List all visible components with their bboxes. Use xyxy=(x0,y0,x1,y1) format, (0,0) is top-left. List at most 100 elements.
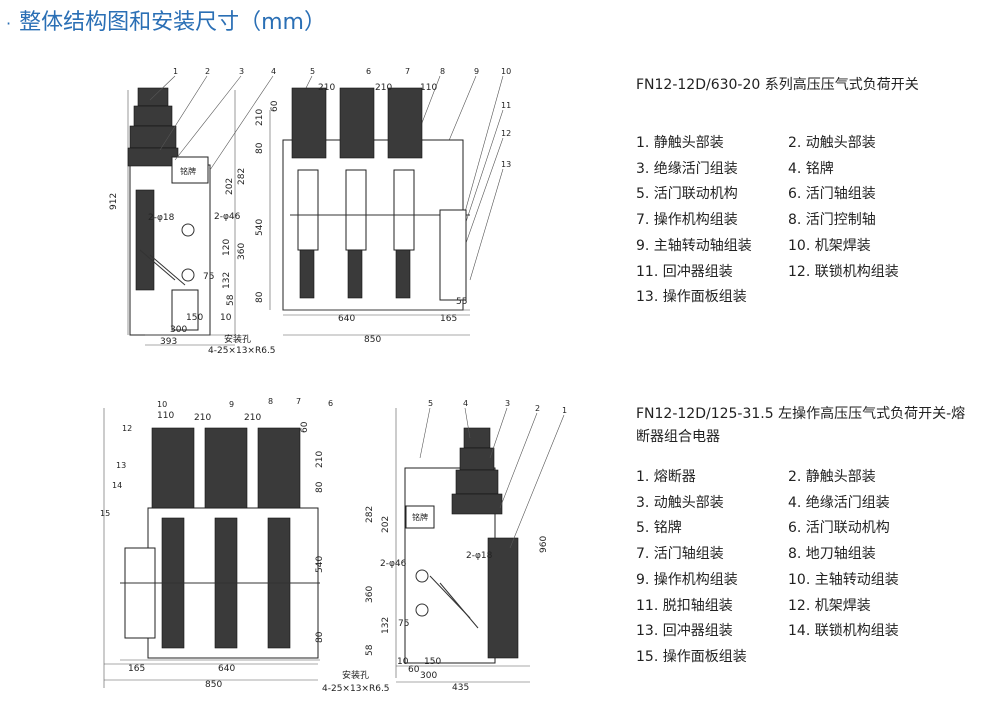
p1-num-3: 3 xyxy=(239,67,244,76)
p1-dim-640: 640 xyxy=(338,314,355,324)
product1-drawing: 铭牌 1 2 3 4 5 6 7 8 9 10 11 12 13 xyxy=(109,67,511,356)
p2-num-8: 8 xyxy=(268,398,273,406)
p1-dim-75: 75 xyxy=(203,272,214,282)
p1-dim-540: 540 xyxy=(255,219,265,236)
p1-part-12: 12. 联锁机构组装 xyxy=(788,263,899,280)
p2-dim-132: 132 xyxy=(381,617,391,634)
p2-part-15: 15. 操作面板组装 xyxy=(636,648,747,665)
p1-num-12: 12 xyxy=(501,129,511,138)
p1-part-8: 8. 活门控制轴 xyxy=(788,212,876,229)
p1-install-hole-label: 安装孔 xyxy=(224,333,251,345)
p1-part-7: 7. 操作机构组装 xyxy=(636,212,738,229)
product2-side-dims: 282 202 2-φ46 360 132 75 58 2-φ18 960 10… xyxy=(365,506,549,693)
p1-dim-300: 300 xyxy=(170,325,187,335)
p1-dim-912: 912 xyxy=(109,193,119,210)
p2-dim-850: 850 xyxy=(205,680,222,690)
product1-side-dims: 912 282 202 2-φ18 2-φ46 360 120 132 75 5… xyxy=(109,168,276,356)
p1-part-2: 2. 动触头部装 xyxy=(788,135,876,151)
p1-dim-60: 60 xyxy=(270,100,280,112)
p2-dim-640: 640 xyxy=(218,664,235,674)
p2-num-2: 2 xyxy=(535,404,540,413)
p2-num-14: 14 xyxy=(112,481,122,490)
p1-num-7: 7 xyxy=(405,67,410,76)
product2-front-view xyxy=(103,408,320,688)
p2-num-1: 1 xyxy=(562,406,567,415)
p2-dim-10: 10 xyxy=(397,657,409,667)
p1-dim-210c: 210 xyxy=(255,109,265,126)
p1-dim-55: 55 xyxy=(456,297,467,307)
p1-dim-80a: 80 xyxy=(255,142,265,154)
p1-dim-165: 165 xyxy=(440,314,457,324)
p1-dim-10: 10 xyxy=(220,313,232,323)
p2-part-12: 12. 机架焊装 xyxy=(788,597,871,614)
p2-install-hole-spec: 4-25×13×R6.5 xyxy=(322,684,390,694)
p1-part-4: 4. 铭牌 xyxy=(788,160,834,177)
p2-part-11: 11. 脱扣轴组装 xyxy=(636,597,733,614)
p1-dim-210a: 210 xyxy=(318,83,335,93)
p2-num-9: 9 xyxy=(229,400,234,409)
p1-num-8: 8 xyxy=(440,67,445,76)
p2-dim-360: 360 xyxy=(365,586,375,603)
p2-num-6: 6 xyxy=(328,399,333,408)
p2-dim-210a: 210 xyxy=(194,413,211,423)
p1-num-11: 11 xyxy=(501,101,511,110)
p2-dim-110: 110 xyxy=(157,411,174,421)
page-title-text: 整体结构图和安装尺寸（mm） xyxy=(19,10,326,35)
p2-dim-2phi18: 2-φ18 xyxy=(466,551,493,561)
p2-num-7: 7 xyxy=(296,398,301,406)
p1-part-5: 5. 活门联动机构 xyxy=(636,186,738,203)
p2-part-4: 4. 绝缘活门组装 xyxy=(788,494,890,511)
p2-dim-150: 150 xyxy=(424,657,441,667)
p2-part-14: 14. 联锁机构组装 xyxy=(788,623,899,640)
p1-part-10: 10. 机架焊装 xyxy=(788,237,871,254)
p2-dim-210c: 210 xyxy=(315,451,325,468)
p1-num-10: 10 xyxy=(501,67,511,76)
p2-part-9: 9. 操作机构组装 xyxy=(636,571,738,588)
p1-part-6: 6. 活门轴组装 xyxy=(788,186,876,203)
p1-num-13: 13 xyxy=(501,160,511,169)
product1-nameplate-label: 铭牌 xyxy=(180,166,196,176)
p2-num-15: 15 xyxy=(100,509,110,518)
p1-dim-360: 360 xyxy=(237,243,247,260)
p2-num-10: 10 xyxy=(157,400,167,409)
p1-part-13: 13. 操作面板组装 xyxy=(636,289,747,306)
p2-dim-165: 165 xyxy=(128,664,145,674)
product2-part-legend: 1. 熔断器 2. 静触头部装 3. 动触头部装 4. 绝缘活门组装 5. 铭牌… xyxy=(636,465,968,671)
p1-num-6: 6 xyxy=(366,67,371,76)
product2-front-dims: 110 210 210 60 210 80 540 80 165 640 850… xyxy=(104,411,390,694)
p2-dim-58: 58 xyxy=(365,644,375,656)
p2-dim-540: 540 xyxy=(315,556,325,573)
p1-dim-150: 150 xyxy=(186,313,203,323)
p1-dim-282: 282 xyxy=(237,168,247,185)
p2-dim-202: 202 xyxy=(381,516,391,533)
bullet-icon: · xyxy=(6,13,12,33)
p2-part-13: 13. 回冲器组装 xyxy=(636,623,733,640)
p2-part-6: 6. 活门联动机构 xyxy=(788,520,890,537)
p1-install-hole-spec: 4-25×13×R6.5 xyxy=(208,346,276,356)
product2-drawing: 10 9 8 7 6 12 13 14 15 110 210 210 60 21… xyxy=(100,398,567,694)
p1-num-4: 4 xyxy=(271,67,276,76)
product2-side-part-numbers: 5 4 3 2 1 xyxy=(419,399,567,549)
p1-dim-110: 110 xyxy=(420,83,437,93)
p1-dim-2phi46: 2-φ46 xyxy=(214,212,241,222)
p1-num-9: 9 xyxy=(474,67,479,76)
p1-dim-58: 58 xyxy=(226,294,236,306)
p2-num-12: 12 xyxy=(122,424,132,433)
product1-front-view xyxy=(269,87,470,311)
p1-dim-80b: 80 xyxy=(255,291,265,303)
p1-part-3: 3. 绝缘活门组装 xyxy=(636,160,738,177)
p1-part-11: 11. 回冲器组装 xyxy=(636,263,733,280)
p2-dim-210b: 210 xyxy=(244,413,261,423)
p1-dim-210b: 210 xyxy=(375,83,392,93)
p1-num-2: 2 xyxy=(205,67,210,76)
p2-part-10: 10. 主轴转动组装 xyxy=(788,571,899,588)
p1-part-9: 9. 主轴转动轴组装 xyxy=(636,237,752,254)
product1-part-legend: 1. 静触头部装 2. 动触头部装 3. 绝缘活门组装 4. 铭牌 5. 活门联… xyxy=(636,131,968,311)
p1-dim-850: 850 xyxy=(364,335,381,345)
p2-dim-80b: 80 xyxy=(315,631,325,643)
p2-num-3: 3 xyxy=(505,399,510,408)
p2-dim-60: 60 xyxy=(300,421,310,433)
p2-part-3: 3. 动触头部装 xyxy=(636,494,724,511)
product2-side-view: 铭牌 xyxy=(395,408,530,678)
p2-part-2: 2. 静触头部装 xyxy=(788,469,876,485)
